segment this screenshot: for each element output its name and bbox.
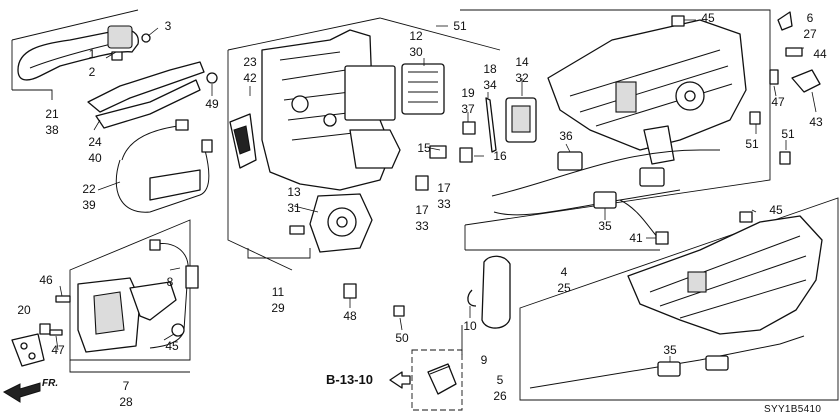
callout-4: 4 xyxy=(560,265,568,279)
callout-51-top: 51 xyxy=(453,19,467,33)
callout-45-bottom: 45 xyxy=(165,339,179,353)
leader-lines xyxy=(55,19,817,362)
callout-40: 40 xyxy=(88,151,102,165)
frame-outer-handle-bracket xyxy=(12,89,53,100)
callout-18: 18 xyxy=(483,62,497,76)
callout-13: 13 xyxy=(287,185,301,199)
rear-lock-assembly xyxy=(547,19,747,165)
grommet xyxy=(343,283,357,299)
callout-51-right: 51 xyxy=(781,127,795,141)
callout-14: 14 xyxy=(515,55,529,69)
callout-44: 44 xyxy=(813,47,827,61)
callout-34: 34 xyxy=(483,78,497,92)
screw-47 xyxy=(49,329,63,336)
frame-lock-group-left xyxy=(227,50,293,271)
callout-1: 1 xyxy=(88,47,96,61)
slide-rail-assembly xyxy=(529,211,823,389)
rod-clip xyxy=(462,121,476,135)
lock-motor xyxy=(289,193,373,253)
outer-door-handle xyxy=(17,25,151,81)
callout-32: 32 xyxy=(515,71,529,85)
callout-41: 41 xyxy=(629,231,643,245)
callout-15: 15 xyxy=(417,141,431,155)
callout-26: 26 xyxy=(493,389,507,403)
callout-23: 23 xyxy=(243,55,257,69)
front-label: FR. xyxy=(42,378,59,389)
front-arrow-icon xyxy=(2,382,41,403)
callout-51-mid: 51 xyxy=(745,137,759,151)
callout-24: 24 xyxy=(88,135,102,149)
callout-27: 27 xyxy=(803,27,817,41)
callout-19: 19 xyxy=(461,86,475,100)
callout-38: 38 xyxy=(45,123,59,137)
frame-rear-handle-group xyxy=(460,9,771,226)
callout-17-b: 17 xyxy=(415,203,429,217)
lock-rod xyxy=(485,97,497,153)
rear-cable xyxy=(491,149,720,245)
callout-17-a: 17 xyxy=(437,181,451,195)
fasteners-top-right xyxy=(671,11,821,165)
frame-lock-group-bottom xyxy=(247,248,311,259)
callout-16: 16 xyxy=(493,149,507,163)
callout-25: 25 xyxy=(557,281,571,295)
callout-30: 30 xyxy=(409,45,423,59)
door-striker xyxy=(11,323,51,367)
callout-2: 2 xyxy=(88,65,96,79)
outer-handle-cable xyxy=(115,119,213,213)
callout-47-bottom: 47 xyxy=(51,343,65,357)
callout-12: 12 xyxy=(409,29,423,43)
callout-3: 3 xyxy=(164,19,172,33)
frame-ref-dash xyxy=(411,349,463,411)
callout-21: 21 xyxy=(45,107,59,121)
callout-10: 10 xyxy=(463,319,477,333)
reference-label: B-13-10 xyxy=(326,372,373,387)
lower-lock xyxy=(77,239,199,353)
callout-7: 7 xyxy=(122,379,130,393)
frame-lock-group xyxy=(227,17,501,51)
callout-20: 20 xyxy=(17,303,31,317)
callout-45-top: 45 xyxy=(701,11,715,25)
callout-5: 5 xyxy=(496,373,504,387)
inner-handle xyxy=(467,255,511,329)
callout-42: 42 xyxy=(243,71,257,85)
callout-33-b: 33 xyxy=(415,219,429,233)
reference-unit xyxy=(427,363,457,395)
callout-36: 36 xyxy=(559,129,573,143)
callout-28: 28 xyxy=(119,395,133,409)
callout-39: 39 xyxy=(82,198,96,212)
callout-35-top: 35 xyxy=(598,219,612,233)
lock-actuator xyxy=(401,63,445,115)
lock-switch xyxy=(505,97,537,143)
handle-bracket xyxy=(87,61,218,129)
callout-31: 31 xyxy=(287,201,301,215)
callout-46: 46 xyxy=(39,273,53,287)
bolt-50 xyxy=(393,305,405,317)
callout-47-top: 47 xyxy=(771,95,785,109)
frame-lower-lock-bracket xyxy=(69,360,190,373)
callout-6: 6 xyxy=(806,11,814,25)
cable-clamp xyxy=(415,145,473,191)
callout-50: 50 xyxy=(395,331,409,345)
callout-9: 9 xyxy=(480,353,488,367)
callout-8: 8 xyxy=(166,275,174,289)
diagram-code: SYY1B5410 xyxy=(764,404,822,415)
callout-29: 29 xyxy=(271,301,285,315)
callout-37: 37 xyxy=(461,102,475,116)
callout-22: 22 xyxy=(82,182,96,196)
callout-48: 48 xyxy=(343,309,357,323)
callout-11: 11 xyxy=(271,285,285,299)
callout-43: 43 xyxy=(809,115,823,129)
callout-33-a: 33 xyxy=(437,197,451,211)
callout-35-bottom: 35 xyxy=(663,343,677,357)
door-lock-assembly xyxy=(229,29,401,191)
callout-49: 49 xyxy=(205,97,219,111)
callout-45-slide: 45 xyxy=(769,203,783,217)
frame-lower-lock xyxy=(69,219,191,361)
screw-46 xyxy=(55,295,71,303)
frame-outer-handle xyxy=(11,9,139,41)
reference-arrow xyxy=(389,371,411,389)
